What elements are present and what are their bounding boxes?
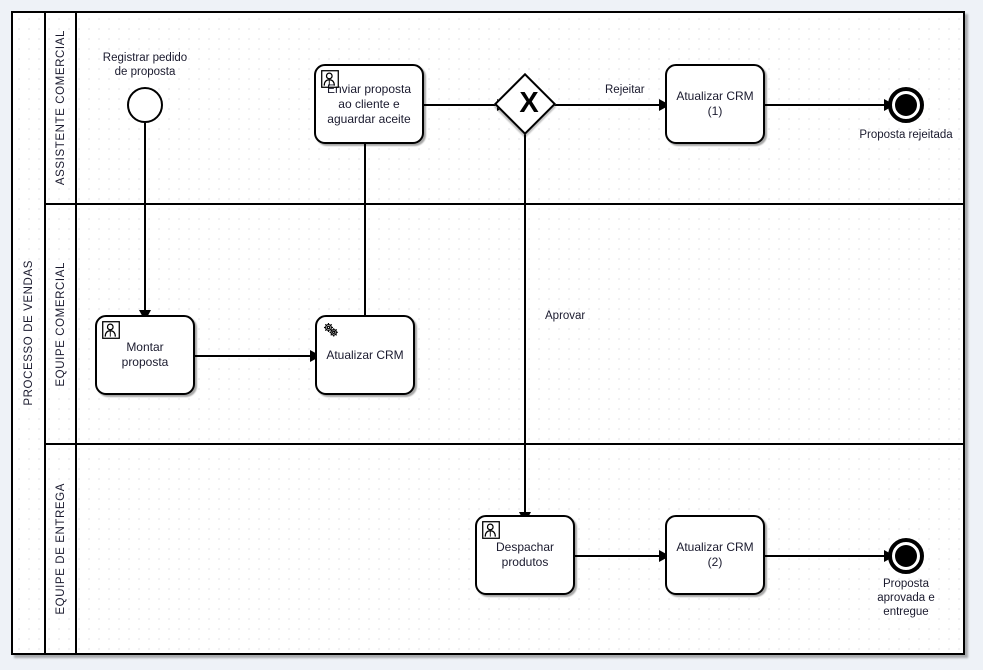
pool-processo-de-vendas[interactable]: PROCESSO DE VENDAS ASSISTENTE COMERCIAL … [11,11,965,655]
lane-equipe-comercial[interactable]: EQUIPE COMERCIAL [46,205,963,443]
lane-label-equipe-comercial: EQUIPE COMERCIAL [54,261,67,387]
task-atualizar-crm-1[interactable]: Atualizar CRM (1) [665,64,765,144]
flow-start-to-montar-proposta [144,123,146,313]
flow-label-aprovar: Aprovar [545,310,586,322]
task-montar-proposta[interactable]: Montar proposta [95,315,195,395]
lane-header-assistente-comercial[interactable]: ASSISTENTE COMERCIAL [46,13,77,203]
flow-atualizar-crm-2-to-end [764,555,889,557]
lane-label-assistente-comercial: ASSISTENTE COMERCIAL [54,30,67,186]
task-label-atualizar-crm: Atualizar CRM [326,347,404,362]
lane-label-equipe-entrega: EQUIPE DE ENTREGA [54,483,67,615]
lane-assistente-comercial[interactable]: ASSISTENTE COMERCIAL [46,13,963,203]
flow-gateway-to-atualizar-crm-1 [548,104,665,106]
end-event-proposta-aprovada[interactable] [888,538,924,574]
lane-header-equipe-entrega[interactable]: EQUIPE DE ENTREGA [46,445,77,653]
pool-header[interactable]: PROCESSO DE VENDAS [13,13,46,653]
task-despachar-produtos[interactable]: Despachar produtos [475,515,575,595]
task-label-atualizar-crm-2: Atualizar CRM (2) [676,540,754,569]
task-enviar-proposta[interactable]: Enviar proposta ao cliente e aguardar ac… [314,64,424,144]
task-label-atualizar-crm-1: Atualizar CRM (1) [676,89,754,118]
end-event-proposta-rejeitada[interactable] [888,87,924,123]
task-label-despachar-produtos: Despachar produtos [495,540,555,569]
lane-divider-1 [46,203,963,205]
task-label-enviar-proposta: Enviar proposta ao cliente e aguardar ac… [326,81,412,126]
flow-enviar-to-gateway [424,104,503,106]
flow-atualizar-crm-1-to-end [764,104,889,106]
user-task-icon [321,70,339,88]
gateway-x-marker: X [519,87,539,119]
start-event-label: Registrar pedido de proposta [102,52,188,78]
user-task-icon [102,321,120,339]
end-event-label-proposta-aprovada: Proposta aprovada e entregue [877,578,935,618]
service-task-icon [323,322,338,337]
flow-gateway-to-despachar-produtos [524,127,526,517]
task-atualizar-crm-2[interactable]: Atualizar CRM (2) [665,515,765,595]
flow-despachar-to-atualizar-crm-2 [575,555,667,557]
arrowhead-atualizar-crm-1 [659,99,670,111]
task-atualizar-crm[interactable]: Atualizar CRM [315,315,415,395]
pool-title: PROCESSO DE VENDAS [22,260,35,406]
task-label-montar-proposta: Montar proposta [121,340,169,369]
end-event-label-proposta-rejeitada: Proposta rejeitada [859,129,953,141]
lane-equipe-entrega[interactable]: EQUIPE DE ENTREGA [46,445,963,653]
flow-atualizar-crm-to-enviar-proposta [364,105,366,319]
lane-header-equipe-comercial[interactable]: EQUIPE COMERCIAL [46,205,77,443]
flow-montar-to-atualizar-crm [195,355,314,357]
user-task-icon [482,521,500,539]
start-event-registrar-pedido[interactable] [127,87,163,123]
arrowhead-atualizar-crm-2 [659,550,670,562]
flow-label-rejeitar: Rejeitar [605,84,645,96]
lane-divider-2 [46,443,963,445]
